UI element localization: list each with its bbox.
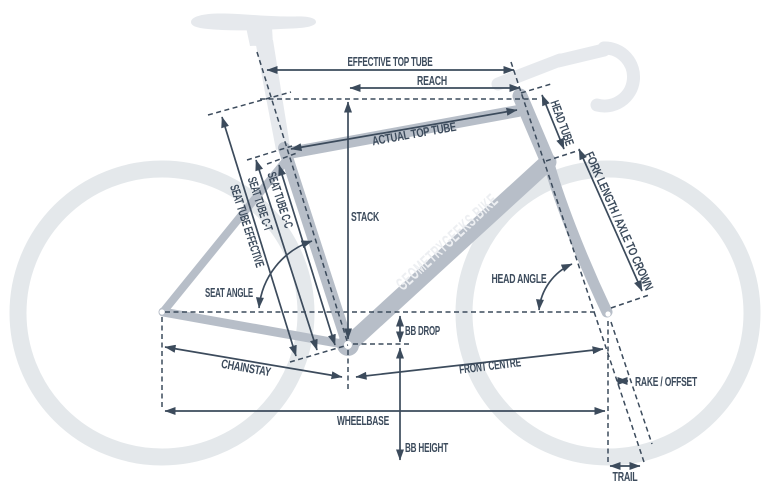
rake-parallel-dashed — [610, 321, 653, 445]
stack-label: STACK — [351, 210, 379, 224]
handlebar — [491, 41, 640, 113]
rake-offset-label: RAKE / OFFSET — [635, 375, 697, 389]
measurement-arrows — [164, 66, 643, 470]
wheelbase-label: WHEELBASE — [337, 414, 389, 428]
head-tube-label: HEAD TUBE — [547, 99, 576, 148]
head-top-perp-dashed — [520, 83, 552, 94]
chainstay-arrow — [164, 344, 343, 380]
saddle-perp-dashed — [207, 91, 292, 116]
fork-length-arrow — [578, 148, 643, 292]
front-dropout-hole — [605, 311, 611, 317]
fork — [542, 154, 613, 318]
head-angle-label: HEAD ANGLE — [492, 272, 547, 286]
actual-top-tube-arrow — [290, 107, 518, 152]
effective-top-tube-label: EFFECTIVE TOP TUBE — [348, 55, 433, 69]
rear-dropout-hole — [159, 309, 165, 315]
head-tube-arrow — [541, 94, 565, 150]
axle-crown-perp-dashed — [610, 294, 650, 309]
seat-tube-effective-arrow — [221, 116, 297, 357]
bb-drop-label: BB DROP — [405, 324, 440, 338]
seat-angle-arc — [255, 240, 313, 309]
reach-label: REACH — [417, 74, 447, 88]
trail-label: TRAIL — [613, 470, 638, 484]
bb-height-label: BB HEIGHT — [405, 441, 448, 455]
chainstay-label: CHAINSTAY — [220, 357, 272, 380]
head-angle-arc — [535, 263, 573, 311]
head-bottom-perp-dashed — [545, 149, 581, 162]
down-tube — [339, 153, 557, 354]
chain-stay-tube — [158, 307, 353, 350]
steering-axis-dashed — [510, 61, 645, 463]
seat-angle-label: SEAT ANGLE — [205, 286, 253, 300]
saddle — [191, 13, 316, 31]
